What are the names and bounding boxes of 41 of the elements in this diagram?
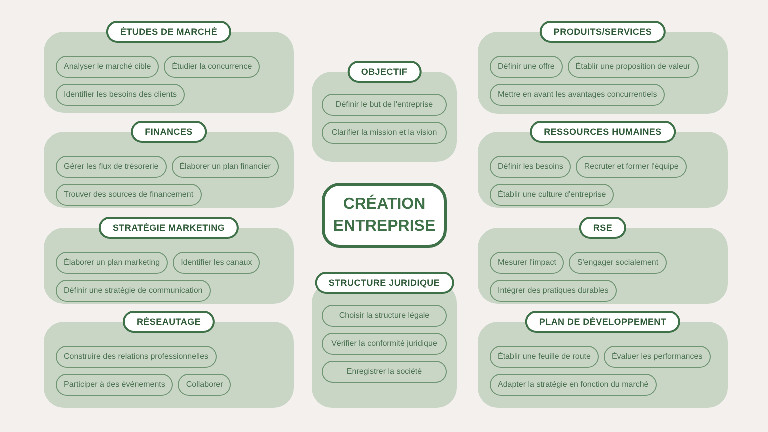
title-box bbox=[322, 183, 447, 248]
group-heading: FINANCES bbox=[131, 121, 207, 143]
group-heading: PRODUITS/SERVICES bbox=[540, 21, 666, 43]
group-heading: RÉSEAUTAGE bbox=[122, 311, 216, 333]
group-heading: ÉTUDES DE MARCHÉ bbox=[106, 21, 232, 43]
group-heading: STRATÉGIE MARKETING bbox=[98, 217, 240, 239]
task-pill: Enregistrer la société bbox=[322, 361, 447, 383]
task-pill: Collaborer bbox=[178, 374, 232, 396]
task-pill: Étudier la concurrence bbox=[164, 56, 260, 78]
task-pill: Élaborer un plan marketing bbox=[56, 252, 168, 274]
task-pill: Identifier les canaux bbox=[173, 252, 260, 274]
task-pill: Définir une offre bbox=[490, 56, 563, 78]
task-pill: Gérer les flux de trésorerie bbox=[56, 156, 167, 178]
task-pill: Recruter et former l'équipe bbox=[576, 156, 687, 178]
task-pill: Mettre en avant les avantages concurrentiels bbox=[490, 84, 666, 106]
title-text: CRÉATION ENTREPRISE bbox=[333, 194, 436, 236]
task-pill: Élaborer un plan financier bbox=[172, 156, 279, 178]
task-pill: Définir les besoins bbox=[490, 156, 572, 178]
group-heading: PLAN DE DÉVELOPPEMENT bbox=[525, 311, 681, 333]
task-pill: S'engager socialement bbox=[569, 252, 667, 274]
task-pill: Analyser le marché cible bbox=[56, 56, 160, 78]
task-pill: Vérifier la conformité juridique bbox=[322, 333, 447, 355]
task-pill: Définir le but de l'entreprise bbox=[322, 94, 447, 116]
task-pill: Établir une culture d'entreprise bbox=[490, 184, 614, 206]
group-heading: RSE bbox=[579, 217, 627, 239]
task-pill: Choisir la structure légale bbox=[322, 305, 447, 327]
task-pill: Construire des relations professionnelles bbox=[56, 346, 217, 368]
task-pill: Mesurer l'impact bbox=[490, 252, 564, 274]
task-pill: Définir une stratégie de communication bbox=[56, 280, 211, 302]
task-pill: Identifier les besoins des clients bbox=[56, 84, 185, 106]
task-pill: Clarifier la mission et la vision bbox=[322, 122, 447, 144]
task-pill: Participer à des événements bbox=[56, 374, 174, 396]
task-pill: Établir une feuille de route bbox=[490, 346, 599, 368]
group-heading: RESSOURCES HUMAINES bbox=[530, 121, 676, 143]
task-pill: Établir une proposition de valeur bbox=[568, 56, 699, 78]
task-pill: Adapter la stratégie en fonction du marché bbox=[490, 374, 657, 396]
task-pill: Évaluer les performances bbox=[604, 346, 711, 368]
task-pill: Trouver des sources de financement bbox=[56, 184, 202, 206]
group-heading: STRUCTURE JURIDIQUE bbox=[314, 272, 454, 294]
task-pill: Intégrer des pratiques durables bbox=[490, 280, 617, 302]
group-heading: OBJECTIF bbox=[347, 61, 422, 83]
